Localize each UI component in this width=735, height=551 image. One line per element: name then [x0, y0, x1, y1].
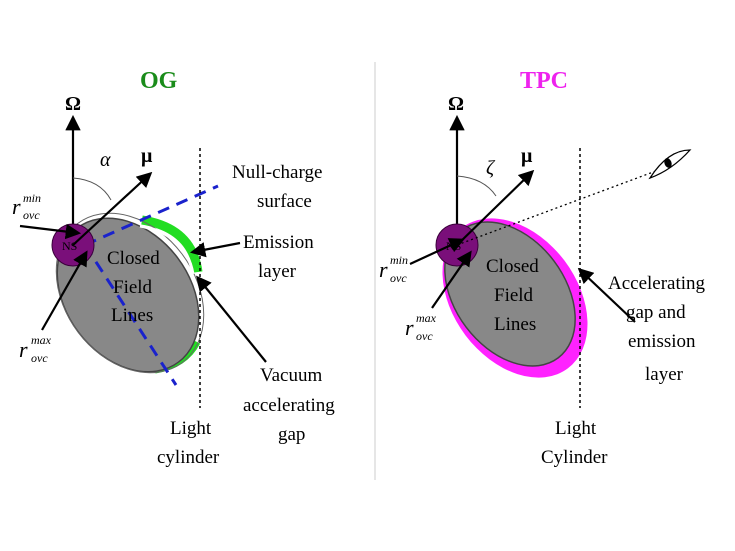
tpc-gap-arrow	[577, 267, 636, 323]
og-omega-symbol: Ω	[65, 93, 81, 115]
og-r-min-sup: min	[23, 191, 41, 205]
tpc-r-max-sub: ovc	[416, 329, 433, 343]
og-r-min-sub: ovc	[23, 208, 40, 222]
tpc-gap-line3: emission	[628, 331, 696, 352]
og-mu-symbol: μ	[141, 145, 153, 167]
og-closed-line3: Lines	[111, 305, 153, 326]
tpc-r-max-sup: max	[416, 311, 437, 325]
tpc-closed-line3: Lines	[494, 314, 536, 335]
og-null-charge-line2: surface	[257, 191, 312, 212]
tpc-r-min-label: r min ovc	[379, 253, 408, 285]
og-r-max-arrow	[41, 250, 88, 331]
og-r-min-r: r	[12, 194, 21, 219]
tpc-r-min-arrow	[409, 238, 465, 265]
og-emission-line1: Emission	[243, 232, 314, 253]
og-title: OG	[140, 68, 178, 94]
og-alpha-symbol: α	[100, 149, 111, 171]
og-r-min-arrow	[19, 223, 82, 240]
og-null-charge-line1: Null-charge	[232, 162, 322, 183]
tpc-light-cyl-line1: Light	[555, 418, 597, 439]
og-light-cyl-line1: Light	[170, 418, 212, 439]
og-light-cyl-line2: cylinder	[157, 447, 220, 468]
tpc-closed-line2: Field	[494, 285, 534, 306]
og-angle-arc	[72, 177, 112, 201]
og-r-max-r: r	[19, 337, 28, 362]
og-ns-label: NS	[62, 239, 77, 253]
tpc-panel: TPC Ω ζ NS μ Light Cylinder Closed Field…	[379, 68, 706, 468]
og-r-min-label: r min ovc	[12, 191, 41, 222]
og-r-max-label: r max ovc	[19, 333, 52, 365]
og-vacuum-arrow	[196, 275, 267, 363]
tpc-line-of-sight	[456, 167, 665, 246]
tpc-gap-line4: layer	[645, 364, 684, 385]
og-panel: OG Ω α NS μ Light cylinder Closed Field …	[12, 68, 335, 468]
og-vacuum-line2: accelerating	[243, 395, 335, 416]
og-closed-line1: Closed	[107, 248, 160, 269]
tpc-r-min-sub: ovc	[390, 271, 407, 285]
tpc-light-cyl-line2: Cylinder	[541, 447, 608, 468]
og-vacuum-line1: Vacuum	[260, 365, 322, 386]
tpc-title: TPC	[520, 68, 568, 94]
tpc-r-max-r: r	[405, 315, 414, 340]
og-r-max-sup: max	[31, 333, 52, 347]
tpc-mu-symbol: μ	[521, 145, 533, 167]
tpc-r-max-label: r max ovc	[405, 311, 437, 343]
og-r-max-sub: ovc	[31, 351, 48, 365]
og-emission-arrow	[189, 241, 241, 258]
tpc-zeta-symbol: ζ	[486, 157, 496, 179]
og-null-charge-surface	[84, 184, 219, 247]
tpc-gap-line1: Accelerating	[608, 273, 706, 294]
observer-eye-icon	[648, 149, 692, 180]
tpc-r-max-arrow	[431, 250, 472, 309]
tpc-angle-arc	[456, 175, 497, 197]
tpc-omega-symbol: Ω	[448, 93, 464, 115]
og-gap-inner-white	[139, 224, 195, 275]
og-mu-axis	[72, 171, 153, 246]
og-null-charge-surface-lower	[83, 244, 178, 386]
tpc-r-min-r: r	[379, 257, 388, 282]
og-vacuum-line3: gap	[278, 424, 305, 445]
og-closed-line2: Field	[113, 277, 153, 298]
tpc-mu-axis	[456, 169, 535, 246]
og-closed-field-outline	[55, 212, 205, 374]
og-emission-line2: layer	[258, 261, 297, 282]
tpc-closed-line1: Closed	[486, 256, 539, 277]
tpc-r-min-sup: min	[390, 253, 408, 267]
og-emission-layer	[141, 215, 203, 273]
tpc-gap-line2: gap and	[626, 302, 686, 323]
